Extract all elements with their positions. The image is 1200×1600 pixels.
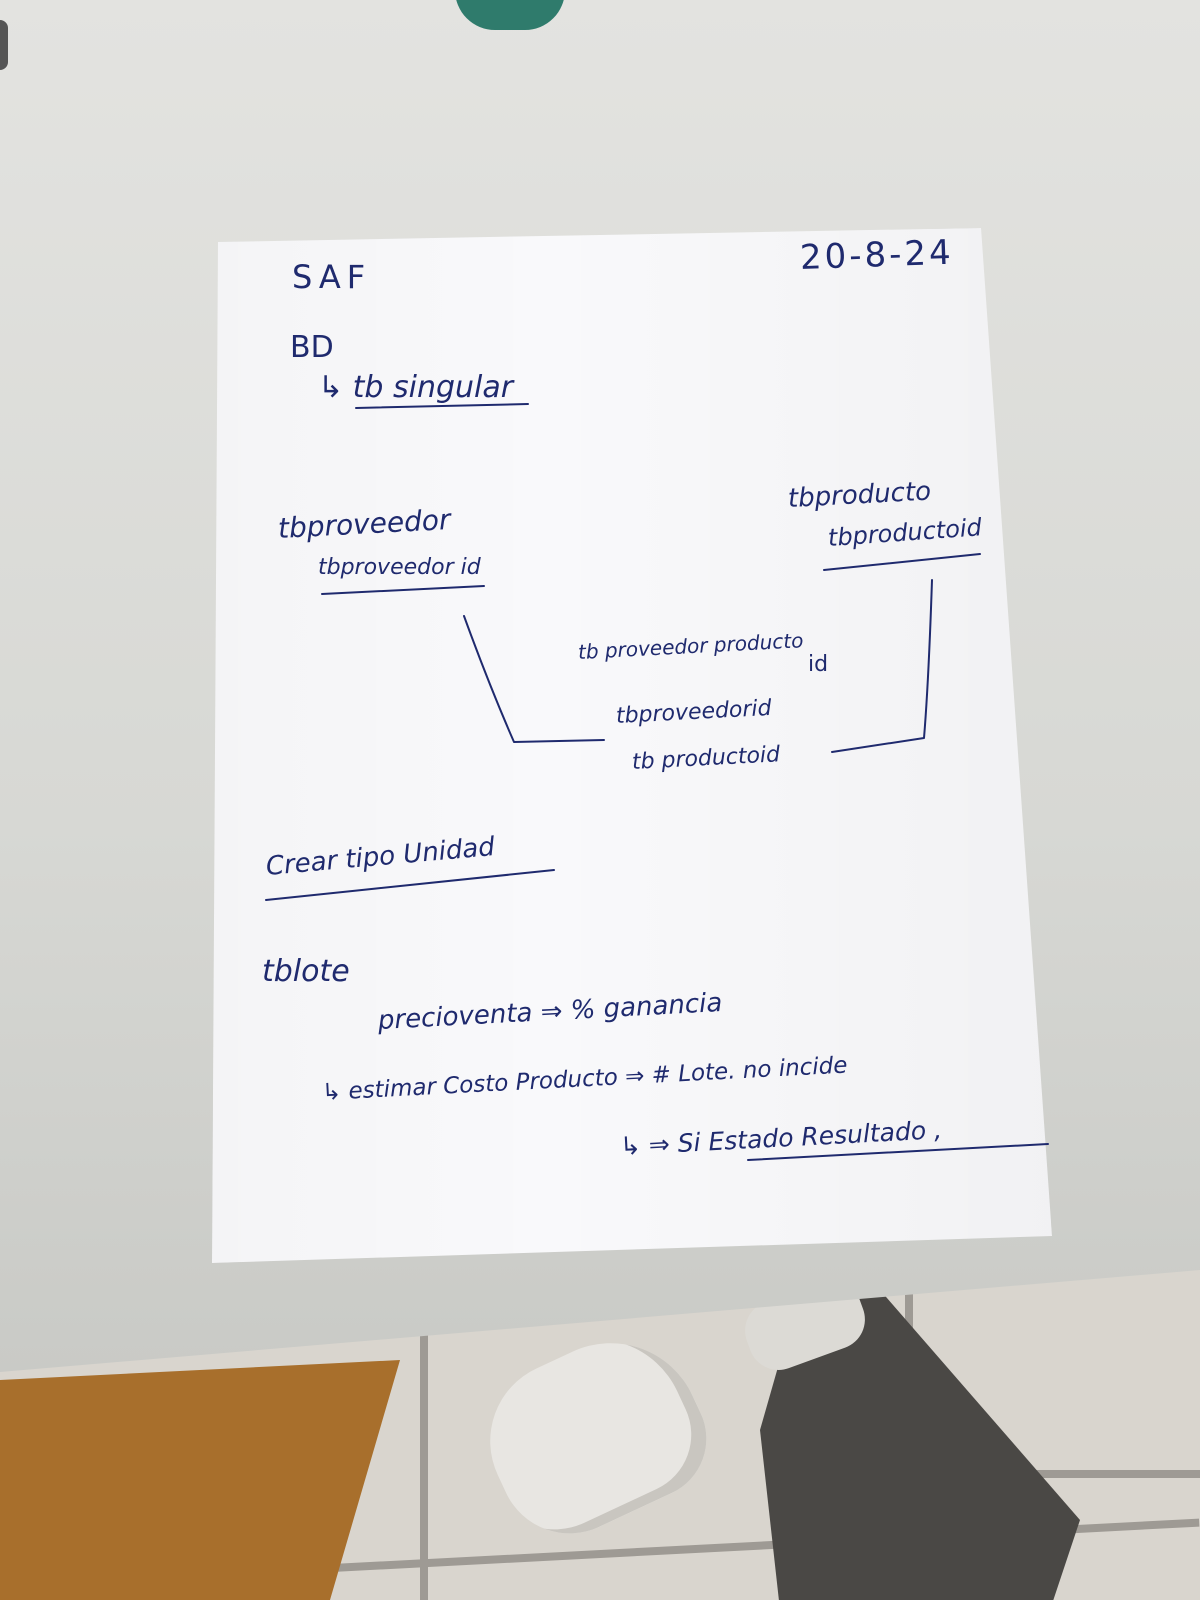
note-title: SAF — [292, 258, 372, 296]
paper-sheet — [212, 228, 1052, 1263]
underline-estado-resultado — [747, 1143, 1049, 1161]
underline-producto-id — [823, 553, 981, 571]
underline-crear-unidad — [265, 869, 555, 901]
person-left-leg — [0, 1360, 400, 1600]
connector-producto — [831, 579, 933, 753]
section-bd: BD — [290, 330, 334, 365]
underline-proveedor-id — [321, 585, 485, 595]
field-proveedor-id: tbproveedor id — [318, 555, 481, 580]
table-lote: tblote — [262, 954, 350, 989]
underline-tb-singular — [355, 403, 529, 409]
join-id: id — [808, 652, 829, 677]
connector-proveedor — [463, 615, 605, 743]
dark-object — [0, 20, 8, 70]
bd-rule: ↳ tb singular — [318, 370, 514, 405]
